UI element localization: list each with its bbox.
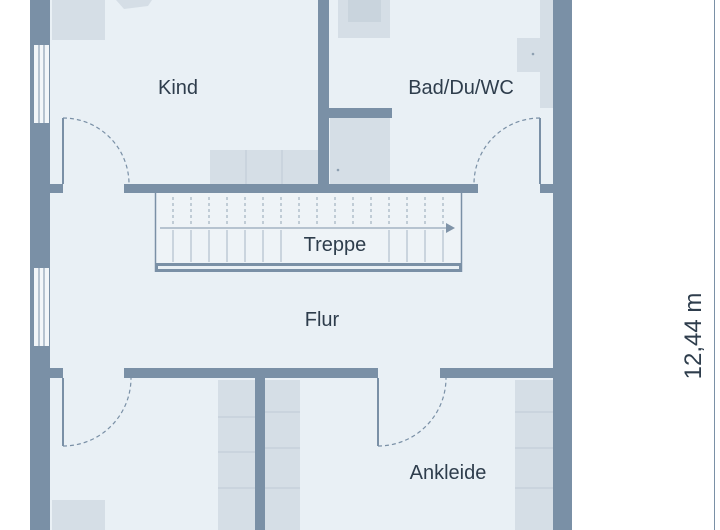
shower-drain: [336, 168, 340, 172]
kind-chair: [116, 0, 152, 9]
left-exterior-wall: [30, 0, 50, 530]
wall-upper-left-stub: [50, 184, 63, 193]
kind-wardrobe: [210, 150, 318, 184]
stair-direction-arrow-icon: [446, 223, 455, 233]
bath-wall-niche: [540, 0, 553, 108]
door-kind-swing: [62, 117, 130, 185]
bath-vanity-drain: [531, 52, 535, 56]
door-lower-left-swing: [62, 377, 132, 447]
ankleide-wardrobe-left: [265, 380, 300, 530]
door-bad-swing: [473, 117, 541, 185]
wall-lower-left-stub: [50, 368, 63, 378]
shower-tray: [330, 118, 390, 184]
wall-lower-divider: [255, 378, 265, 530]
lower-left-desk: [52, 500, 105, 530]
dimension-label: 12,44 m: [680, 293, 707, 380]
stair-handrail-inner: [158, 266, 459, 269]
ankleide-wardrobe-right: [515, 380, 553, 530]
stair-steps: [172, 197, 444, 262]
wall-upper-middle: [124, 184, 478, 193]
room-label-treppe: Treppe: [304, 234, 367, 256]
bath-vanity: [517, 38, 540, 72]
lower-left-wardrobe: [218, 380, 255, 530]
kind-desk: [52, 0, 105, 40]
door-ankleide-swing: [377, 377, 447, 447]
wall-lower-middle: [124, 368, 378, 378]
room-label-bad: Bad/Du/WC: [408, 77, 514, 99]
wall-shower: [318, 108, 392, 118]
wall-upper-right-stub: [540, 184, 555, 193]
wall-lower-right: [440, 368, 555, 378]
room-label-kind: Kind: [158, 77, 198, 99]
window-left-upper: [34, 45, 49, 123]
room-label-flur: Flur: [305, 309, 340, 331]
window-left-lower: [34, 268, 49, 346]
room-label-ankleide: Ankleide: [410, 462, 487, 484]
bathtub-basin: [348, 0, 381, 22]
right-exterior-wall: [553, 0, 572, 530]
wall-kind-bad: [318, 0, 329, 193]
